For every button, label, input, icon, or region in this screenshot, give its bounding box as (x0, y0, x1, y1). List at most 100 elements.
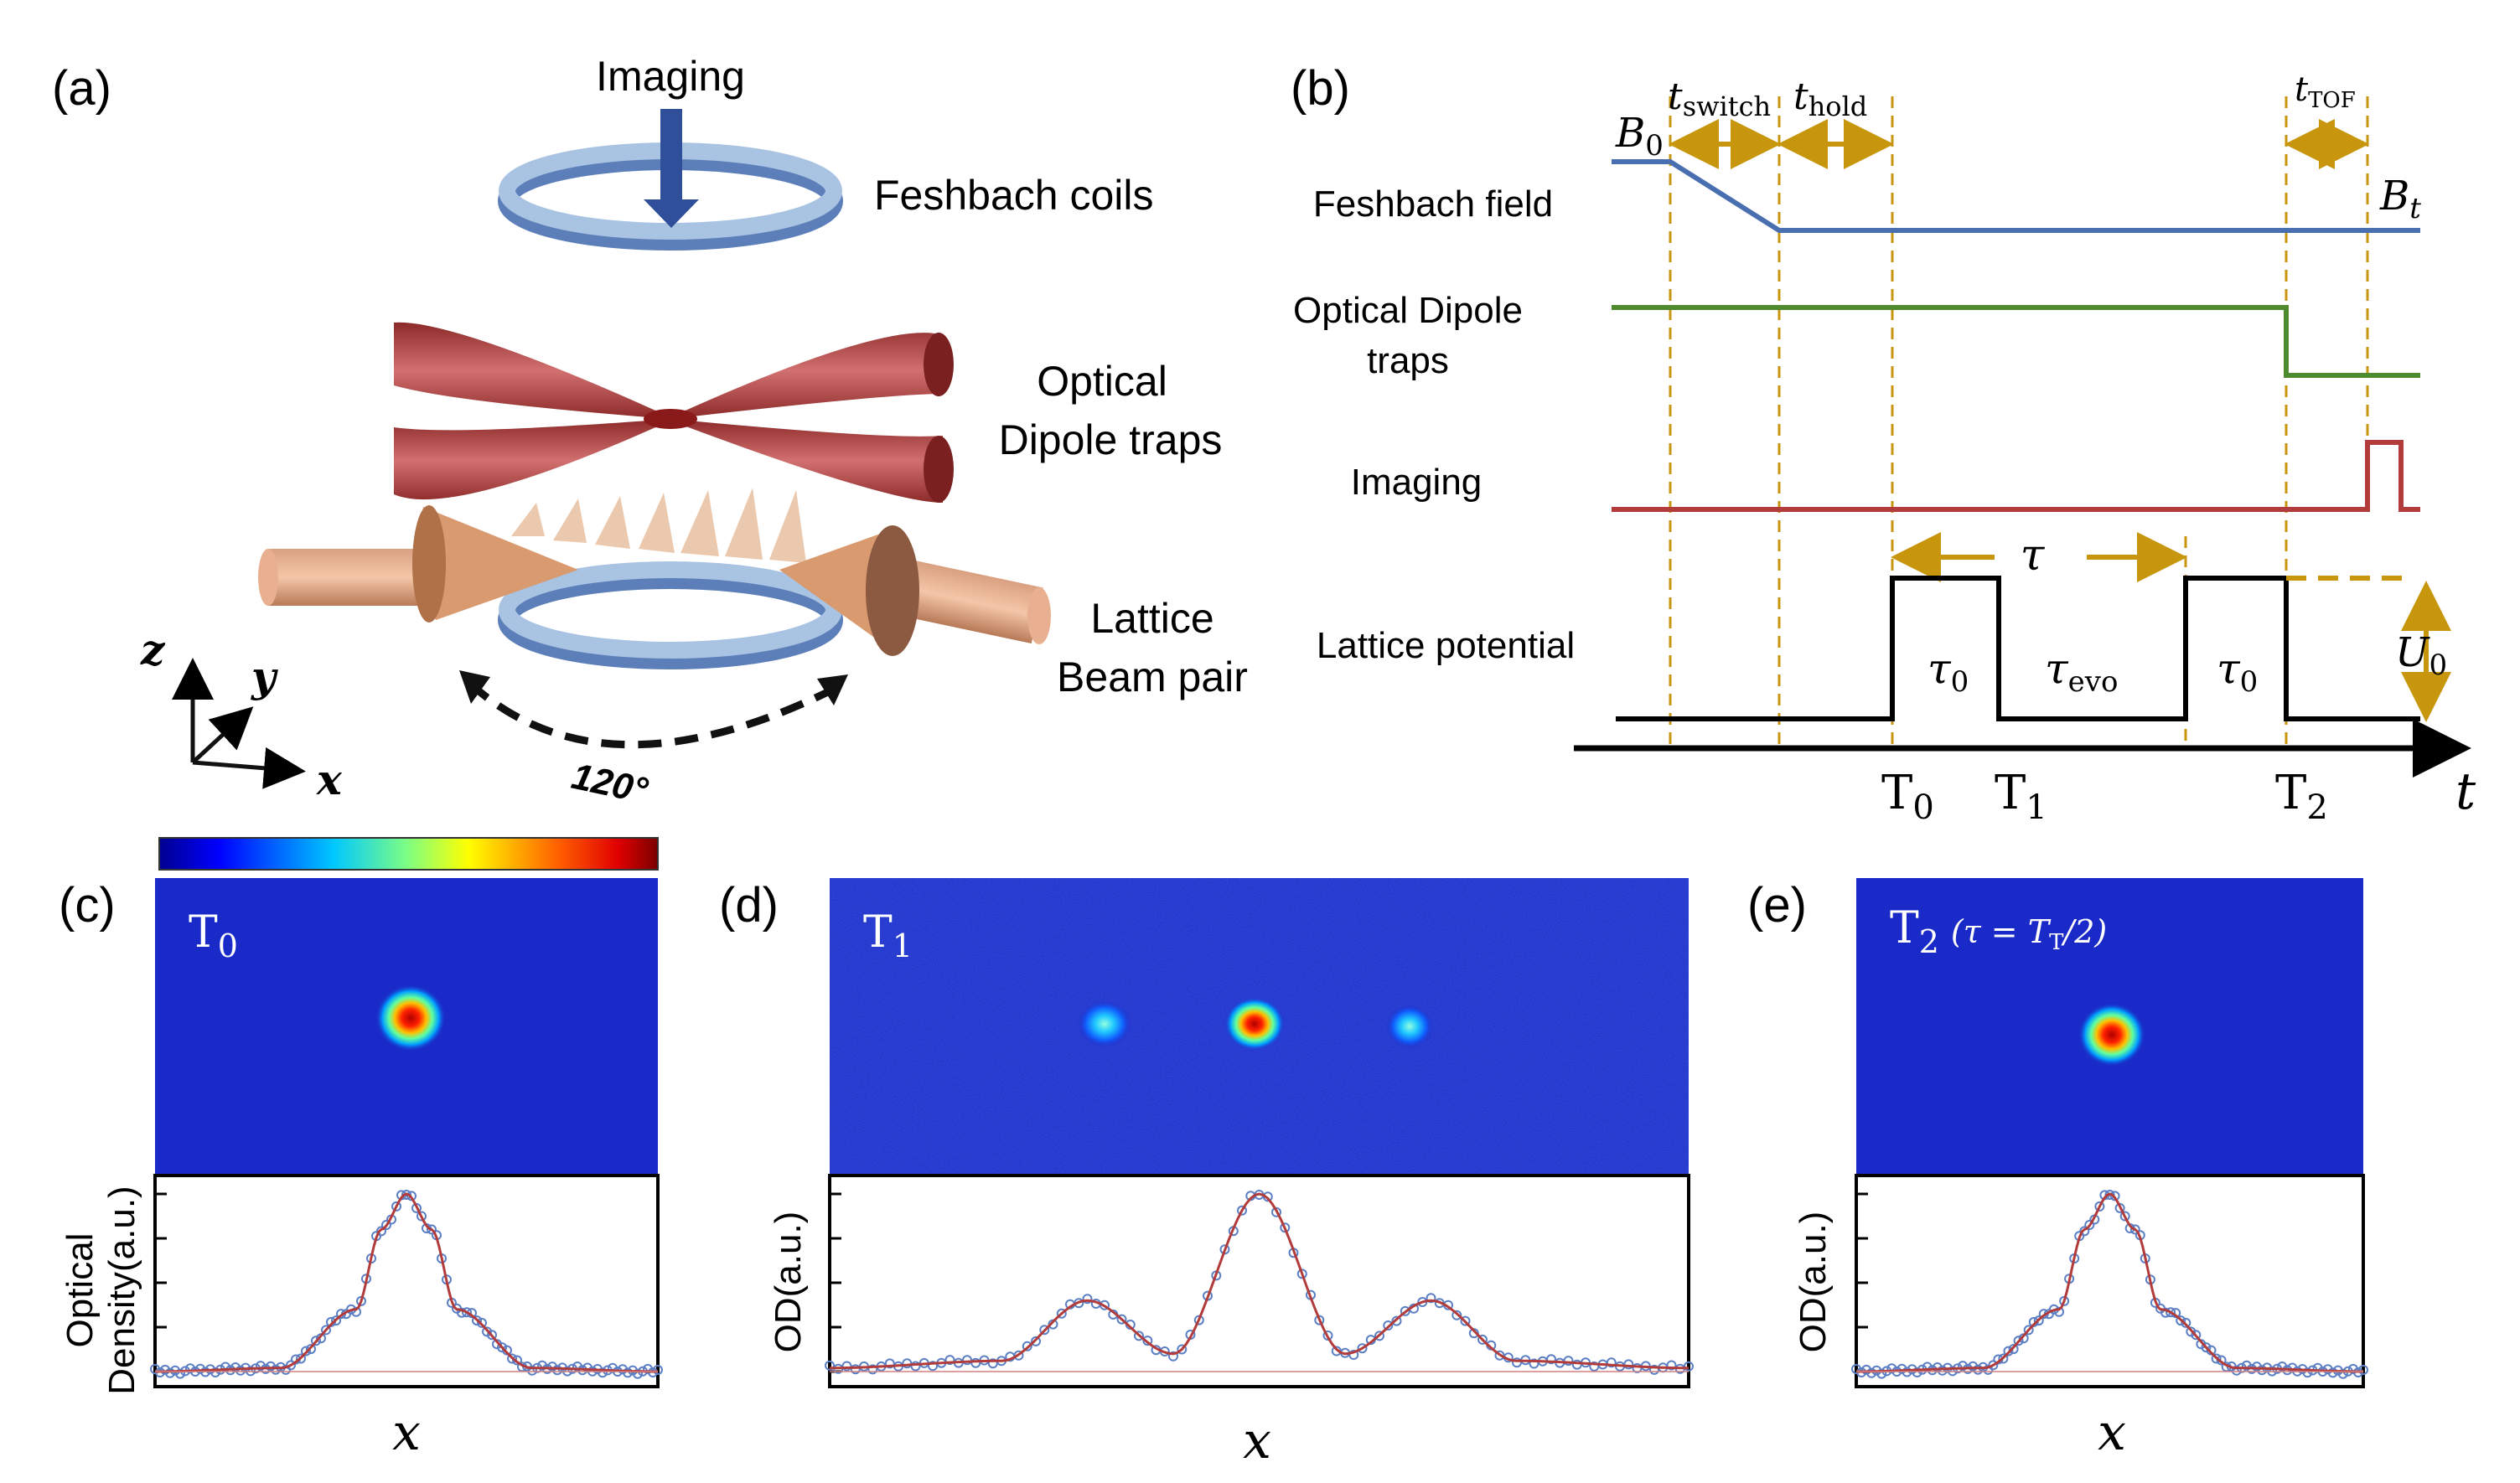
data-point (381, 1220, 391, 1230)
colorbar (158, 837, 659, 871)
data-point (165, 1367, 175, 1378)
data-point (910, 1361, 921, 1372)
panel-label-b: (b) (1291, 61, 1350, 116)
panel-c: (c) T0 Optical Density(a.u.) x (59, 837, 663, 1462)
data-point (2302, 1367, 2313, 1378)
tau0-label-2: τ0 (2217, 644, 2258, 699)
data-point (1280, 1222, 1291, 1233)
data-point (1271, 1207, 1281, 1217)
data-point (1177, 1344, 1188, 1355)
data-point (850, 1364, 861, 1375)
data-point (1546, 1354, 1556, 1365)
profile-plot-d (828, 1174, 1690, 1388)
data-point (2008, 1344, 2019, 1355)
data-point (1912, 1367, 1922, 1377)
row-label-feshbach: Feshbach field (1313, 183, 1553, 225)
data-point (427, 1224, 437, 1235)
T2-tick-label: T2 (2275, 766, 2328, 827)
data-point (1056, 1308, 1067, 1319)
data-point (962, 1355, 972, 1366)
data-point (1237, 1205, 1247, 1216)
data-point (2033, 1315, 2044, 1326)
panel-a: (a) Imaging Feshbach coils Optical Dipol… (52, 53, 1248, 812)
data-point (2003, 1346, 2014, 1356)
xlabel-c: x (392, 1403, 421, 1462)
axis-x-label: x (316, 755, 343, 804)
data-point (2327, 1367, 2338, 1378)
coordinate-axes (172, 658, 306, 789)
odt-label-line2: Dipole traps (999, 416, 1223, 463)
panel-d: (d) T1 OD(a.u.) x (719, 878, 1694, 1470)
data-point (841, 1361, 852, 1372)
data-point (1322, 1331, 1333, 1341)
data-point (2129, 1224, 2140, 1235)
row-label-lattice: Lattice potential (1317, 625, 1575, 666)
T0-tick-label: T0 (1881, 766, 1934, 827)
data-point (2079, 1226, 2090, 1237)
data-point (512, 1355, 522, 1366)
data-point (160, 1364, 170, 1375)
data-point (1348, 1350, 1359, 1360)
data-point (1563, 1356, 1574, 1367)
data-point (1988, 1360, 1999, 1371)
tau-label: τ (2021, 530, 2046, 581)
Bt-label: Bt (2379, 173, 2421, 225)
data-point (987, 1358, 998, 1369)
profile-curve-e (1851, 1190, 2368, 1379)
profile-curve-d (825, 1190, 1694, 1375)
data-point (391, 1201, 401, 1212)
data-point (472, 1315, 482, 1326)
ylabel-c-line2: Density(a.u.) (101, 1186, 142, 1394)
data-point (884, 1358, 895, 1369)
data-point (2084, 1220, 2095, 1230)
data-point (2201, 1342, 2212, 1353)
fit-curve (829, 1192, 1689, 1370)
data-point (1512, 1357, 1522, 1368)
data-point (1958, 1361, 1969, 1372)
atom-cloud-d-left (1078, 1000, 1131, 1047)
data-point (1477, 1334, 1488, 1345)
data-point (944, 1355, 955, 1366)
data-point (2337, 1368, 2348, 1379)
lattice-standing-wave (511, 488, 806, 563)
lattice-trace (1616, 576, 2420, 721)
data-point (527, 1365, 537, 1376)
data-point (2231, 1365, 2242, 1376)
T1-tick-label: T1 (1995, 766, 2047, 827)
t-hold-label: thold (1793, 75, 1867, 122)
data-point (1606, 1357, 1617, 1368)
row-label-imaging: Imaging (1351, 462, 1483, 503)
data-point (1383, 1320, 1394, 1331)
panel-b: (b) Feshbach field Optical Dipole traps … (1291, 61, 2476, 827)
B0-label: B0 (1615, 110, 1664, 163)
profile-curve-c (150, 1190, 663, 1379)
lattice-label-line2: Beam pair (1057, 654, 1248, 700)
row-label-odt-line1: Optical Dipole (1293, 290, 1523, 331)
data-point (867, 1364, 878, 1375)
data-point (2358, 1365, 2368, 1375)
lattice-beam-left (258, 505, 578, 623)
data-point (2216, 1355, 2227, 1366)
data-point (1193, 1315, 1204, 1325)
profile-plot-e (1855, 1174, 2365, 1388)
data-point (175, 1368, 185, 1379)
odt-label-line1: Optical (1037, 358, 1167, 405)
data-point (970, 1357, 981, 1368)
data-point (185, 1363, 195, 1374)
data-point (1684, 1361, 1694, 1372)
data-point (2257, 1365, 2267, 1376)
data-point (653, 1365, 663, 1375)
data-point (1357, 1343, 1368, 1354)
tau0-label-1: τ0 (1928, 644, 1969, 699)
data-point (462, 1307, 472, 1318)
angle-arrowhead-right-icon (817, 674, 848, 705)
imaging-trace (1612, 440, 2420, 512)
data-point (2181, 1317, 2191, 1328)
data-point (623, 1367, 633, 1378)
data-point (1142, 1336, 1153, 1346)
data-point (552, 1365, 562, 1376)
data-point (2119, 1211, 2130, 1222)
fit-curve (155, 1192, 658, 1373)
data-point (1886, 1363, 1897, 1374)
data-point (1296, 1269, 1307, 1279)
